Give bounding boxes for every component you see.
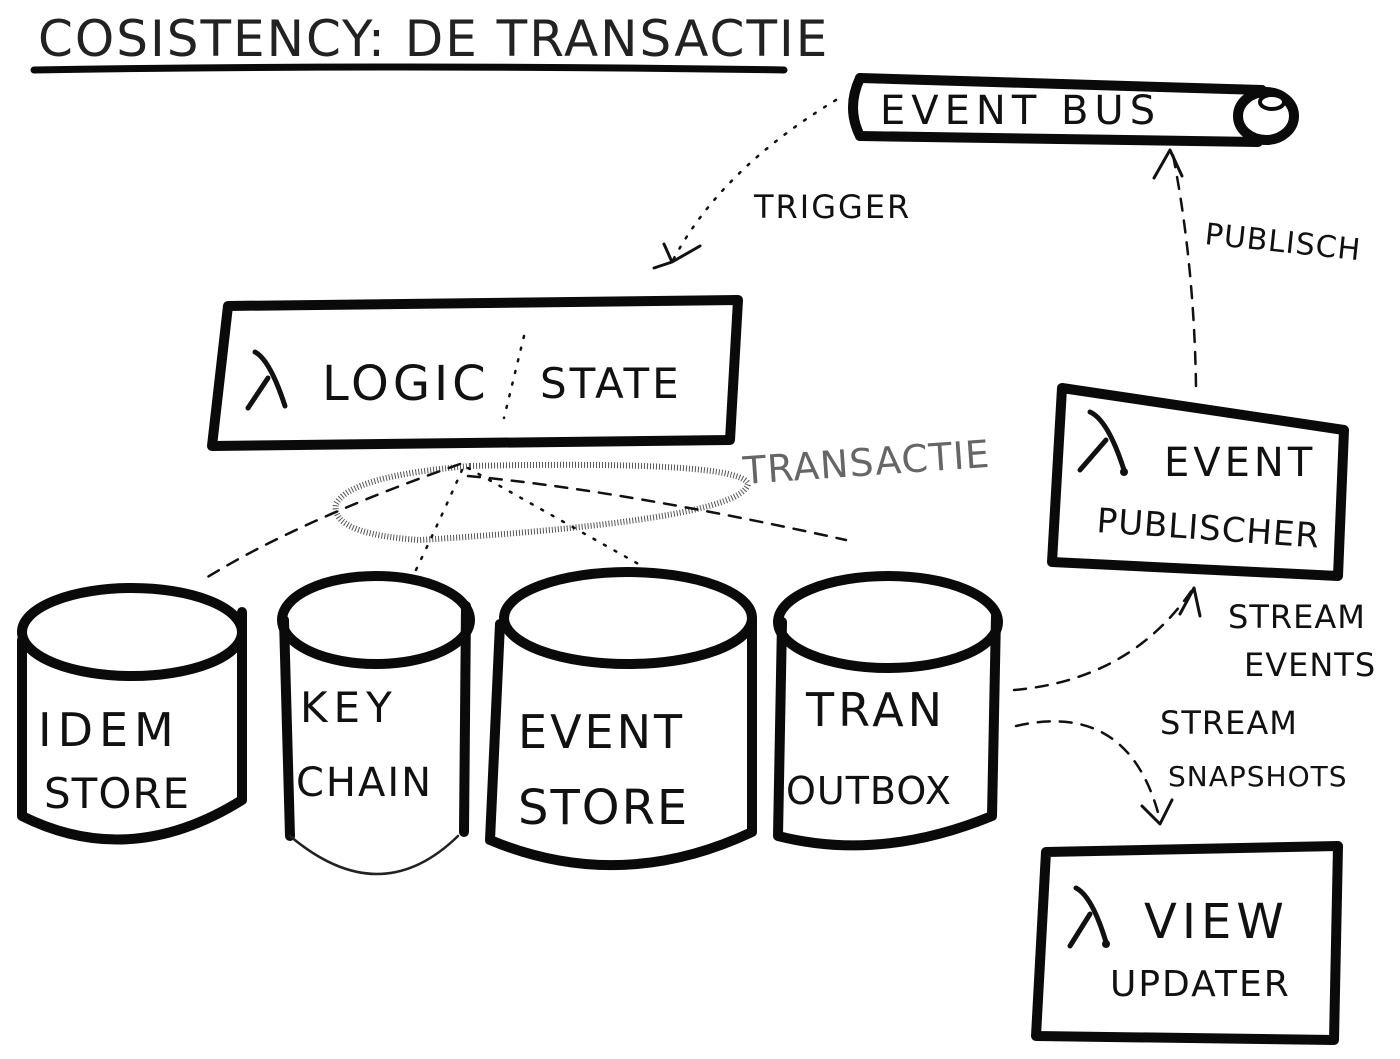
lambda-icon xyxy=(245,349,288,411)
transactie-ellipse xyxy=(332,461,752,544)
idem-store-label-1: IDEM xyxy=(38,703,180,757)
stream-events-edge: STREAM EVENTS xyxy=(1012,586,1376,692)
store-connections xyxy=(204,462,848,580)
event-bus-end-hole xyxy=(1258,93,1286,111)
lambda-icon xyxy=(1077,409,1128,476)
tranoutbox-label-2: OUTBOX xyxy=(786,769,952,813)
event-bus-node: EVENT BUS xyxy=(848,73,1299,147)
keychain-node: KEY CHAIN xyxy=(277,571,475,876)
diagram-title: COSISTENCY: DE TRANSACTIE xyxy=(30,10,829,74)
idem-store-label-2: STORE xyxy=(44,769,190,818)
state-label: STATE xyxy=(540,359,682,408)
stream-snapshots-label-1: STREAM xyxy=(1160,704,1298,742)
idem-store-node: IDEM STORE xyxy=(17,583,247,845)
title-text: COSISTENCY: DE TRANSACTIE xyxy=(38,10,829,68)
publisch-label: PUBLISCH xyxy=(1203,217,1363,268)
eventstore-node: EVENT STORE xyxy=(485,567,757,871)
keychain-label-1: KEY xyxy=(300,683,398,732)
trigger-edge: TRIGGER xyxy=(652,98,911,270)
view-updater-label-1: VIEW xyxy=(1144,894,1289,950)
stream-snapshots-edge: STREAM SNAPSHOTS xyxy=(1014,704,1348,826)
title-underline xyxy=(30,63,788,74)
publisch-edge: PUBLISCH xyxy=(1152,148,1363,388)
eventstore-label-2: STORE xyxy=(518,780,689,836)
event-publisher-label-2: PUBLISCHER xyxy=(1095,501,1321,557)
tranoutbox-node: TRAN OUTBOX xyxy=(773,571,1003,851)
logic-state-node: LOGIC STATE xyxy=(207,295,743,451)
trigger-label: TRIGGER xyxy=(753,188,911,226)
event-bus-label: EVENT BUS xyxy=(880,88,1161,134)
transactie-label: TRANSACTIE xyxy=(741,432,992,493)
logic-state-divider xyxy=(502,334,526,420)
tranoutbox-label-1: TRAN xyxy=(805,683,946,737)
keychain-label-2: CHAIN xyxy=(296,760,433,806)
lambda-icon xyxy=(1067,885,1110,949)
event-publisher-label-1: EVENT xyxy=(1164,440,1316,486)
eventstore-label-1: EVENT xyxy=(518,705,685,759)
stream-snapshots-label-2: SNAPSHOTS xyxy=(1168,760,1348,793)
stream-events-label-1: STREAM xyxy=(1228,598,1366,636)
view-updater-label-2: UPDATER xyxy=(1110,964,1291,1005)
stream-events-label-2: EVENTS xyxy=(1244,646,1376,684)
event-publisher-node: EVENT PUBLISCHER xyxy=(1047,383,1349,581)
event-bus-body xyxy=(855,73,1267,147)
event-bus-end xyxy=(1233,87,1299,145)
view-updater-node: VIEW UPDATER xyxy=(1031,841,1343,1045)
logic-label: LOGIC xyxy=(322,356,490,412)
